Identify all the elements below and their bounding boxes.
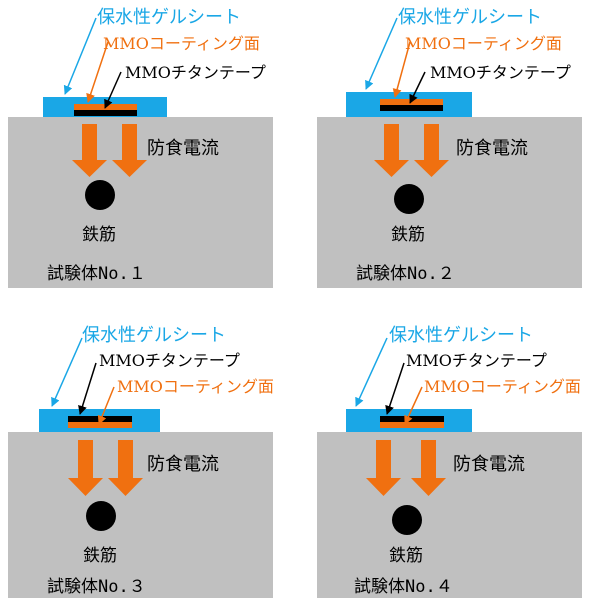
specimen-1: 保水性ゲルシート MMOコーティング面 MMOチタンテープ 防食電流 鉄筋 試験… — [8, 7, 273, 288]
current-label: 防食電流 — [147, 138, 219, 159]
current-label: 防食電流 — [147, 454, 219, 475]
gel-sheet-label: 保水性ゲルシート — [97, 7, 241, 28]
current-arrow-left — [68, 440, 103, 496]
specimen-caption: 試験体No.２ — [356, 264, 455, 284]
specimen-caption: 試験体No.１ — [47, 264, 146, 284]
mmo-coating-label: MMOコーティング面 — [405, 34, 562, 53]
mmo-coating-leader — [392, 41, 411, 98]
gel-sheet-label: 保水性ゲルシート — [398, 7, 542, 28]
mmo-coating-layer — [380, 422, 444, 428]
mmo-coating-label: MMOコーティング面 — [424, 377, 581, 396]
specimen-4: 保水性ゲルシート MMOチタンテープ MMOコーティング面 防食電流 鉄筋 試験… — [317, 325, 582, 598]
mmo-coating-label: MMOコーティング面 — [103, 34, 260, 53]
specimen-2: 保水性ゲルシート MMOコーティング面 MMOチタンテープ 防食電流 鉄筋 試験… — [317, 7, 582, 288]
current-arrow-left — [72, 124, 107, 177]
titanium-tape-leader — [409, 71, 426, 104]
rebar-circle — [392, 505, 422, 535]
concrete-block — [8, 117, 273, 288]
titanium-tape-label: MMOチタンテープ — [99, 351, 240, 370]
current-arrow-left — [374, 124, 409, 177]
gel-sheet-leader — [365, 17, 398, 90]
rebar-label: 鉄筋 — [389, 546, 423, 566]
gel-sheet-leader — [51, 337, 83, 407]
titanium-tape-layer — [74, 110, 137, 116]
concrete-block — [8, 432, 273, 598]
titanium-tape-leader — [78, 362, 97, 415]
mmo-coating-leader — [86, 41, 109, 103]
rebar-circle — [85, 180, 115, 210]
mmo-coating-leader — [97, 386, 115, 425]
concrete-block — [317, 117, 582, 288]
rebar-label: 鉄筋 — [83, 546, 117, 566]
rebar-circle — [86, 501, 116, 531]
mmo-coating-label: MMOコーティング面 — [117, 377, 274, 396]
gel-sheet-label: 保水性ゲルシート — [82, 325, 226, 346]
titanium-tape-label: MMOチタンテープ — [125, 63, 266, 82]
current-arrow-right — [411, 440, 446, 496]
titanium-tape-layer — [380, 105, 443, 111]
current-arrow-right — [108, 440, 143, 496]
rebar-label: 鉄筋 — [82, 225, 116, 245]
current-label: 防食電流 — [453, 454, 525, 475]
current-label: 防食電流 — [456, 138, 528, 159]
specimen-caption: 試験体No.３ — [47, 577, 146, 597]
current-arrow-right — [414, 124, 449, 177]
specimen-caption: 試験体No.４ — [354, 577, 453, 597]
specimen-3: 保水性ゲルシート MMOチタンテープ MMOコーティング面 防食電流 鉄筋 試験… — [8, 325, 274, 598]
current-arrow-left — [366, 440, 401, 496]
titanium-tape-leader — [385, 362, 405, 415]
rebar-circle — [394, 184, 424, 214]
titanium-tape-layer — [380, 416, 444, 422]
gel-sheet-leader — [63, 17, 97, 95]
concrete-block — [317, 432, 582, 598]
mmo-coating-layer — [68, 422, 132, 428]
gel-sheet-label: 保水性ゲルシート — [389, 325, 533, 346]
titanium-tape-label: MMOチタンテープ — [406, 351, 547, 370]
titanium-tape-leader — [104, 71, 122, 109]
mmo-coating-leader — [404, 386, 423, 425]
gel-sheet-leader — [355, 337, 388, 407]
rebar-label: 鉄筋 — [391, 225, 425, 245]
titanium-tape-label: MMOチタンテープ — [430, 63, 571, 82]
current-arrow-right — [112, 124, 147, 177]
